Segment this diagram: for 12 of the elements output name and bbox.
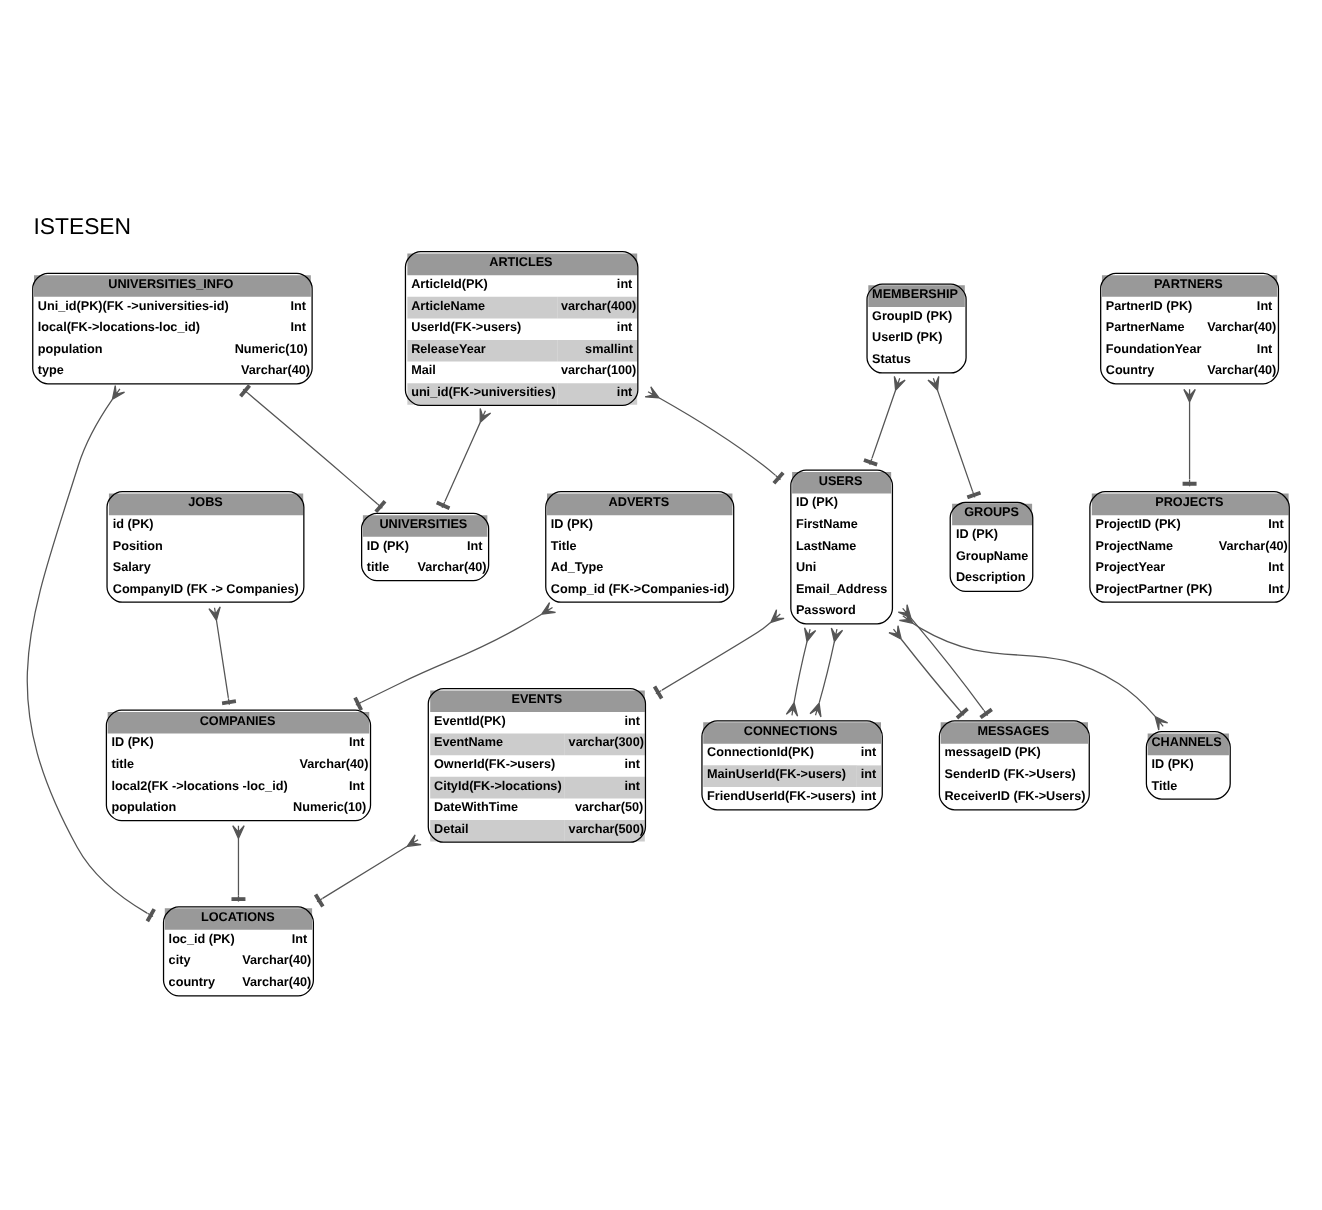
connector	[26, 383, 156, 922]
diagram-title: ISTESEN	[33, 215, 132, 240]
connector	[353, 601, 557, 710]
connector	[652, 608, 785, 699]
connector	[898, 609, 1169, 730]
connector	[208, 605, 237, 705]
connector	[435, 406, 492, 510]
connector	[927, 374, 982, 499]
connector	[863, 374, 906, 466]
connector	[785, 626, 817, 716]
connector	[644, 385, 785, 484]
connector	[809, 626, 844, 717]
